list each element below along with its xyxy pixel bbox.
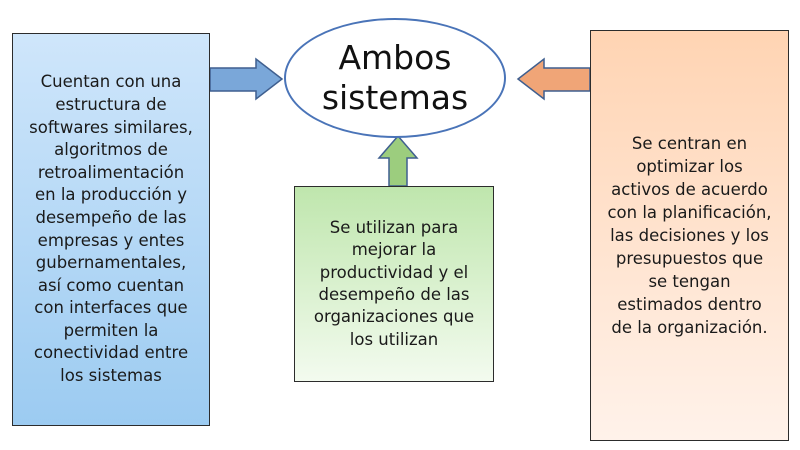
arrow-bottom-to-center [377,134,419,187]
left-box: Cuentan con una estructura de softwares … [12,33,210,426]
center-box: Se utilizan para mejorar la productivida… [294,186,494,382]
left-box-text: Cuentan con una estructura de softwares … [29,72,193,386]
center-box-text: Se utilizan para mejorar la productivida… [313,217,475,349]
right-box-text: Se centran en optimizar los activos de a… [607,134,772,337]
arrow-right-to-center [516,57,591,101]
center-title: Ambos sistemas [321,38,469,117]
center-node: Ambos sistemas [284,18,506,138]
arrow-left-to-center [209,57,284,101]
right-box: Se centran en optimizar los activos de a… [590,30,789,441]
